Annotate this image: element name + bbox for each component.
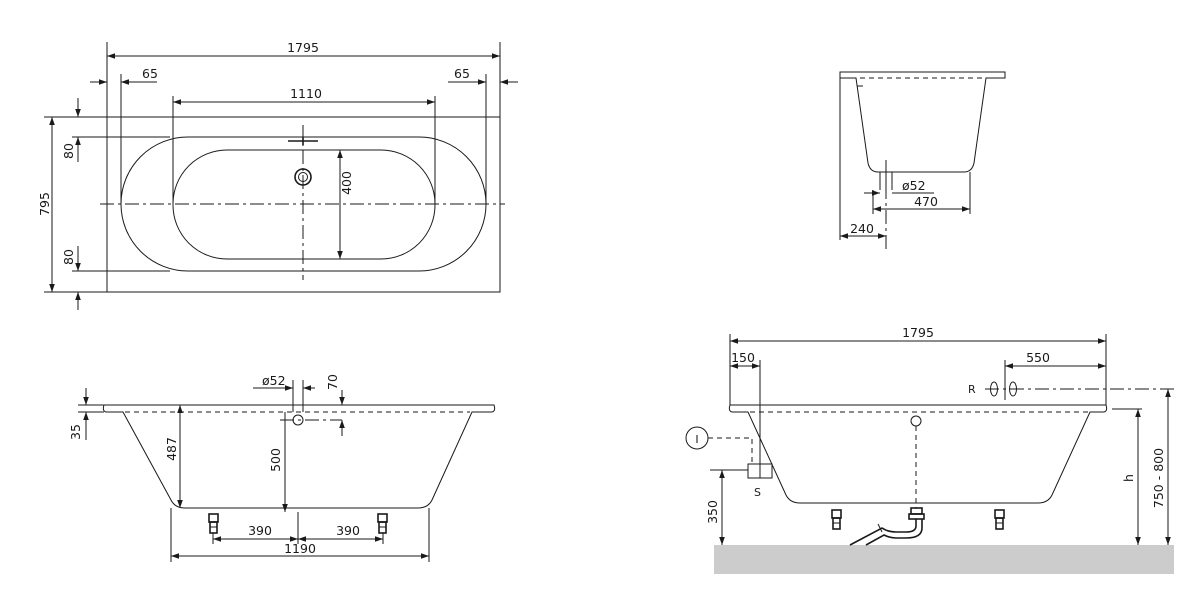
dim-label-rim-height: 35 (68, 424, 83, 440)
label-i: I (695, 433, 698, 446)
front-view: ø52 70 35 487 500 (68, 373, 496, 562)
side-section-view: ø52 470 240 (839, 71, 1006, 250)
drain-waste-pipe (849, 519, 917, 546)
drain-inner-ring (298, 172, 308, 182)
installed-tub-profile (728, 404, 1108, 504)
dim-label-margin-bottom: 80 (61, 249, 76, 265)
dim-label-margin-right: 65 (454, 66, 470, 81)
floor (714, 545, 1174, 574)
installed-foot-right (994, 509, 1005, 530)
label-s: S (754, 486, 761, 499)
dim-label-floor-height: 350 (705, 500, 720, 524)
dim-label-overflow-offset: 70 (325, 374, 340, 390)
tap-hole-left (990, 381, 998, 397)
label-r: R (968, 383, 976, 396)
overflow-circle (292, 414, 304, 426)
dim-label-inner-length: 1110 (290, 86, 322, 101)
top-view: 1795 65 65 1110 795 80 80 400 (37, 40, 518, 310)
dim-label-install-length: 1795 (902, 325, 934, 340)
dim-label-section-offset: 470 (914, 194, 938, 209)
dim-label-margin-left: 65 (142, 66, 158, 81)
dim-label-total-length: 1795 (287, 40, 319, 55)
dim-label-h: h (1121, 474, 1136, 482)
tub-front-profile (102, 404, 496, 509)
dim-label-wall-offset: 240 (850, 221, 874, 236)
drain-trap-top (910, 507, 923, 515)
overflow-outlet (910, 415, 922, 427)
dim-label-total-width: 795 (37, 192, 52, 216)
dim-label-inner-width: 400 (339, 171, 354, 195)
dim-label-front-drain: ø52 (262, 373, 286, 388)
adjustable-foot-left (208, 513, 219, 534)
installed-foot-left (831, 509, 842, 530)
dim-label-section-drain: ø52 (902, 178, 926, 193)
dim-label-margin-top: 80 (61, 143, 76, 159)
drain-outer-ring (294, 168, 312, 186)
tap-hole-right (1009, 381, 1017, 397)
dim-label-foot-right: 390 (336, 523, 360, 538)
dim-label-depth: 487 (164, 437, 179, 461)
adjustable-foot-right (377, 513, 388, 534)
section-profile (839, 71, 1006, 173)
dim-label-tap-height: 750 - 800 (1151, 448, 1166, 508)
dim-label-height: 500 (268, 448, 283, 472)
installation-view: 1795 150 550 R S I 350 h 750 - 800 (685, 325, 1175, 574)
dim-label-install-left: 150 (731, 350, 755, 365)
dim-label-foot-left: 390 (248, 523, 272, 538)
dim-label-install-right: 550 (1026, 350, 1050, 365)
dim-label-base-length: 1190 (284, 541, 316, 556)
